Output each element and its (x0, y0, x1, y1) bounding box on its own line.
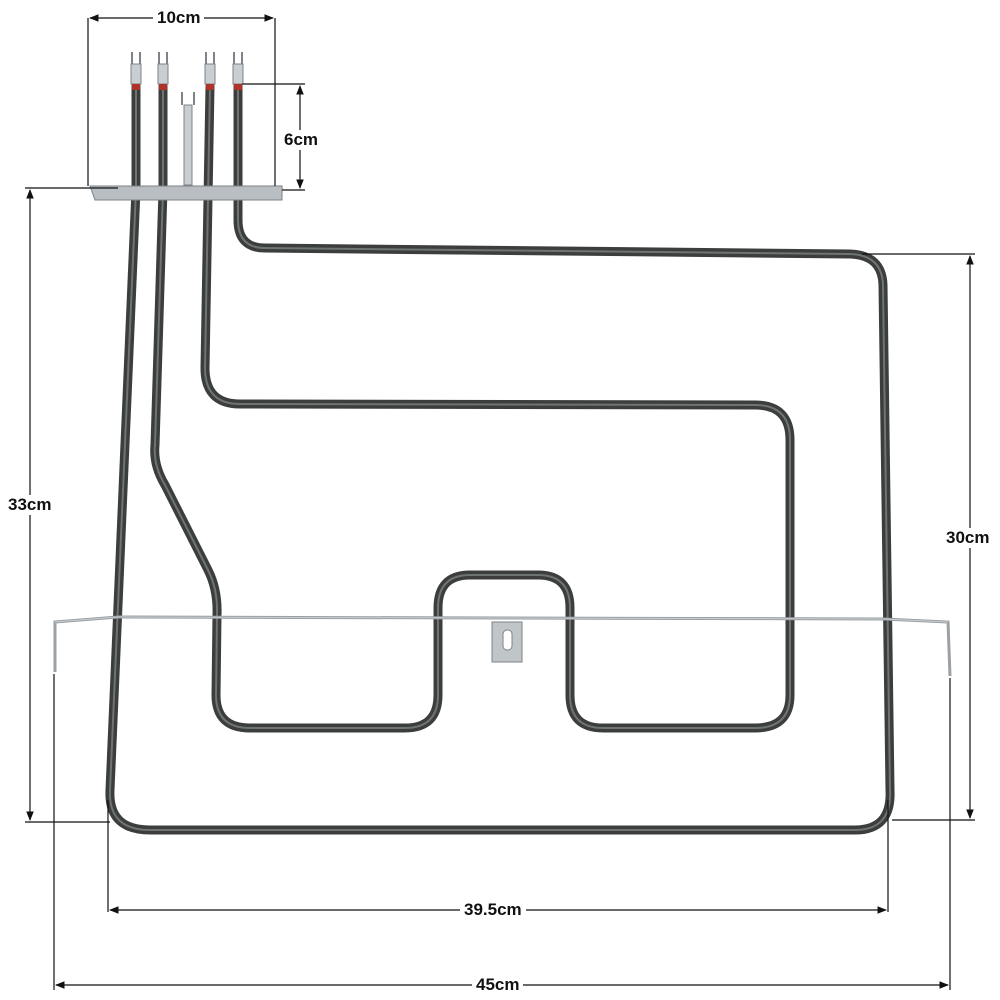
terminal-pin-2 (157, 52, 169, 90)
terminal-pin-4 (232, 52, 244, 90)
support-wire (53, 615, 952, 677)
terminal-pin-1 (130, 52, 142, 90)
element-width-label: 39.5cm (460, 900, 526, 920)
overall-height-label: 33cm (4, 495, 56, 515)
inner-tube-loop (150, 81, 795, 733)
terminal-connectors (130, 52, 244, 90)
terminal-bracket (89, 92, 283, 201)
overall-width-label: 45cm (472, 975, 524, 995)
heating-element-tubes (105, 81, 895, 835)
terminal-width-label: 10cm (153, 8, 205, 28)
center-clip (491, 621, 523, 663)
earth-pin (183, 104, 193, 186)
terminal-pin-3 (204, 52, 216, 90)
pin-height-label: 6cm (280, 130, 323, 150)
element-height-label: 30cm (942, 528, 994, 548)
